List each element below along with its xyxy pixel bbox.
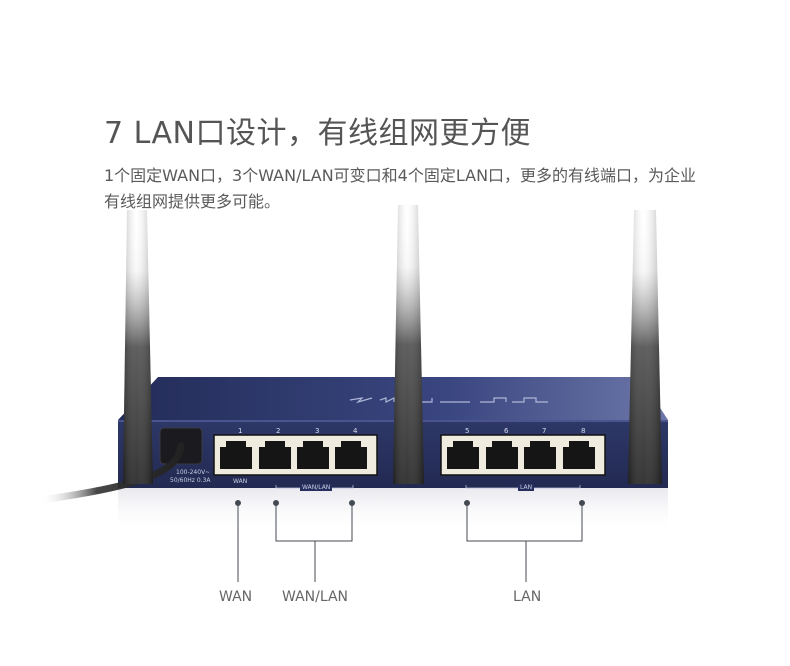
antenna-center (393, 205, 424, 484)
antenna-right (628, 210, 662, 484)
page-description: 1个固定WAN口，3个WAN/LAN可变口和4个固定LAN口，更多的有线端口，为… (104, 166, 697, 211)
port-number-1: 1 (238, 427, 243, 435)
ethernet-port-5 (447, 441, 479, 469)
port-number-2: 2 (276, 427, 281, 435)
port-number-7: 7 (542, 427, 547, 435)
port-number-8: 8 (581, 427, 586, 435)
ethernet-ports (220, 441, 595, 469)
callout-label-wanlan: WAN/LAN (282, 589, 349, 605)
router-reflection (118, 488, 668, 533)
callout-label-lan: LAN (513, 589, 542, 605)
ethernet-port-6 (486, 441, 518, 469)
page-title: 7 LAN口设计，有线组网更方便 (104, 116, 531, 152)
ethernet-port-8 (563, 441, 595, 469)
callout-lines (235, 500, 585, 582)
ethernet-port-1 (220, 441, 252, 469)
antenna-left (123, 210, 153, 484)
ethernet-port-2 (259, 441, 291, 469)
callout-label-wan: WAN (219, 589, 253, 605)
port-number-4: 4 (353, 427, 358, 435)
power-rating-line2: 50/60Hz 0.3A (170, 477, 211, 484)
port-number-3: 3 (315, 427, 320, 435)
silk-label-wan: WAN (233, 478, 248, 485)
ethernet-port-4 (335, 441, 367, 469)
ethernet-port-7 (524, 441, 556, 469)
power-rating-line1: 100-240V~ (176, 469, 211, 476)
port-number-5: 5 (465, 427, 470, 435)
silk-label-wanlan: WAN/LAN (300, 484, 333, 491)
ethernet-port-3 (297, 441, 329, 469)
port-number-6: 6 (504, 427, 509, 435)
silk-label-lan: LAN (518, 484, 535, 491)
